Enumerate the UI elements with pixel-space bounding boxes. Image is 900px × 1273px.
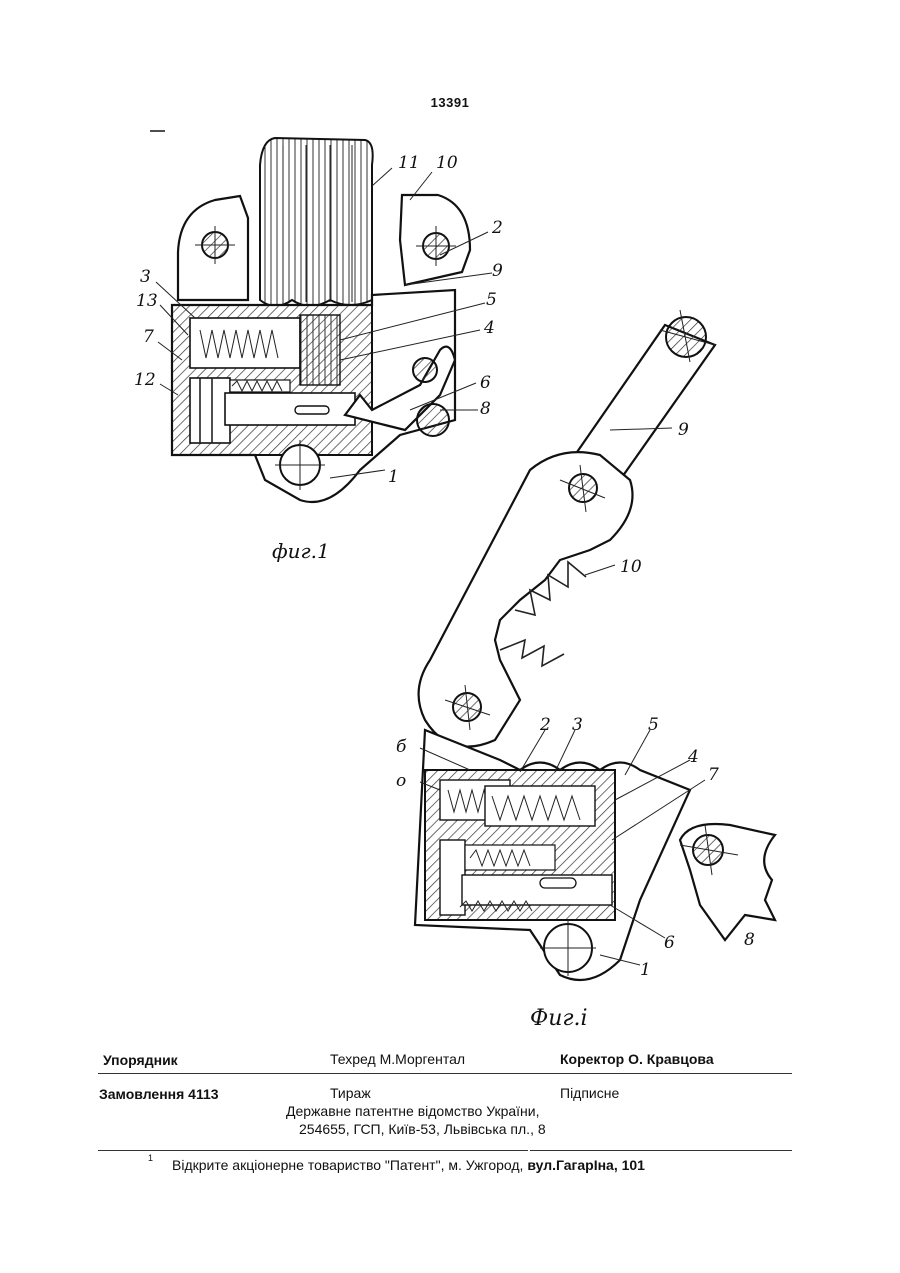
fig1-label-6: 6 xyxy=(480,373,491,393)
figure-1-caption: фиг.1 xyxy=(272,539,330,563)
fig1-label-8: 8 xyxy=(480,399,491,419)
fig1-label-1: 1 xyxy=(388,467,399,487)
fig2-label-3: 3 xyxy=(572,715,583,735)
footer-divider-top xyxy=(98,1073,792,1074)
fig1-label-9: 9 xyxy=(492,261,503,281)
fig2-label-b: б xyxy=(396,737,407,757)
fig1-label-4: 4 xyxy=(483,318,495,338)
subscription: Підписне xyxy=(560,1085,619,1101)
tech-editor: Техред М.Моргентал xyxy=(330,1051,465,1067)
fig2-label-4: 4 xyxy=(687,747,699,767)
fig1-label-2: 2 xyxy=(491,218,503,238)
patent-drawings: 11 10 2 9 5 4 6 8 3 13 7 12 1 фиг.1 xyxy=(0,0,900,1040)
proofreader: Коректор О. Кравцова xyxy=(560,1051,714,1067)
footer-divider-bottom-left xyxy=(98,1150,528,1151)
publisher-address: вул.ГагарІна, 101 xyxy=(527,1157,645,1173)
circulation: Тираж xyxy=(330,1085,371,1101)
fig1-label-10: 10 xyxy=(436,153,458,173)
fig2-label-9: 9 xyxy=(678,420,689,440)
order-number: Замовлення 4113 xyxy=(99,1086,219,1102)
footer-divider-bottom-right xyxy=(530,1150,792,1151)
figure-2-caption: Фиг.i xyxy=(530,1006,588,1031)
fig2-label-7: 7 xyxy=(708,765,719,785)
fig2-label-1: 1 xyxy=(640,960,651,980)
fig2-label-5: 5 xyxy=(648,715,659,735)
fig2-label-8: 8 xyxy=(744,930,755,950)
fig1-label-12: 12 xyxy=(134,370,156,390)
figure-1-drawing: 11 10 2 9 5 4 6 8 3 13 7 12 1 фиг.1 xyxy=(134,131,503,563)
fig2-label-10: 10 xyxy=(620,557,642,577)
fig1-label-3: 3 xyxy=(140,267,151,287)
fig2-label-2: 2 xyxy=(539,715,551,735)
fig2-label-6: 6 xyxy=(664,933,675,953)
footnote-mark: 1 xyxy=(148,1153,153,1163)
fig1-label-11: 11 xyxy=(398,153,420,173)
patent-office-line-2: 254655, ГСП, Київ-53, Львівська пл., 8 xyxy=(299,1121,546,1137)
compiler-label: Упорядник xyxy=(103,1052,178,1068)
fig1-label-7: 7 xyxy=(143,327,154,347)
publisher-name: Відкрите акціонерне товариство "Патент",… xyxy=(172,1157,527,1173)
fig1-label-13: 13 xyxy=(136,291,158,311)
patent-office-line-1: Державне патентне відомство України, xyxy=(286,1103,540,1119)
publisher-line: Відкрите акціонерне товариство "Патент",… xyxy=(172,1157,645,1173)
fig1-label-5: 5 xyxy=(486,290,497,310)
fig2-label-o: о xyxy=(396,771,406,791)
